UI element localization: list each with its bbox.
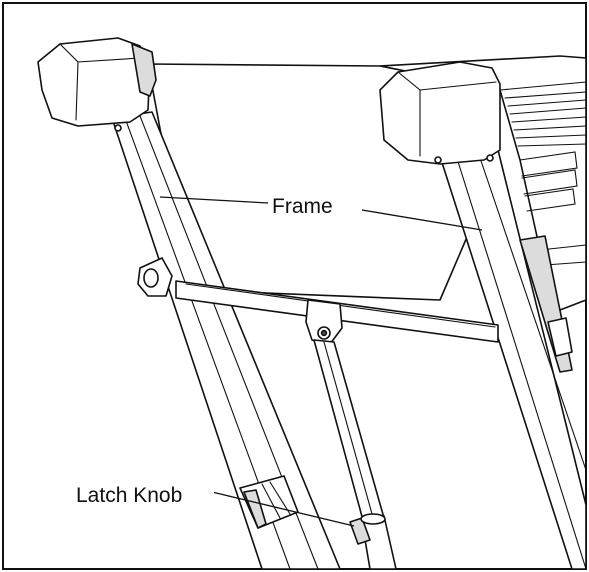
frame-leader-left	[159, 196, 269, 204]
latch-knob-part	[349, 513, 397, 570]
frame-label: Frame	[272, 195, 333, 218]
left-end-cap	[37, 37, 157, 132]
frame-leader-right	[361, 209, 483, 231]
frame-label-backing	[270, 191, 362, 217]
latch-knob-label-backing	[74, 480, 214, 506]
latch-knob-label: Latch Knob	[76, 484, 182, 507]
latch-knob-leader	[211, 491, 355, 527]
left-side-knob	[137, 257, 173, 297]
right-lower-bracket	[547, 317, 573, 357]
right-end-cap	[379, 61, 501, 165]
